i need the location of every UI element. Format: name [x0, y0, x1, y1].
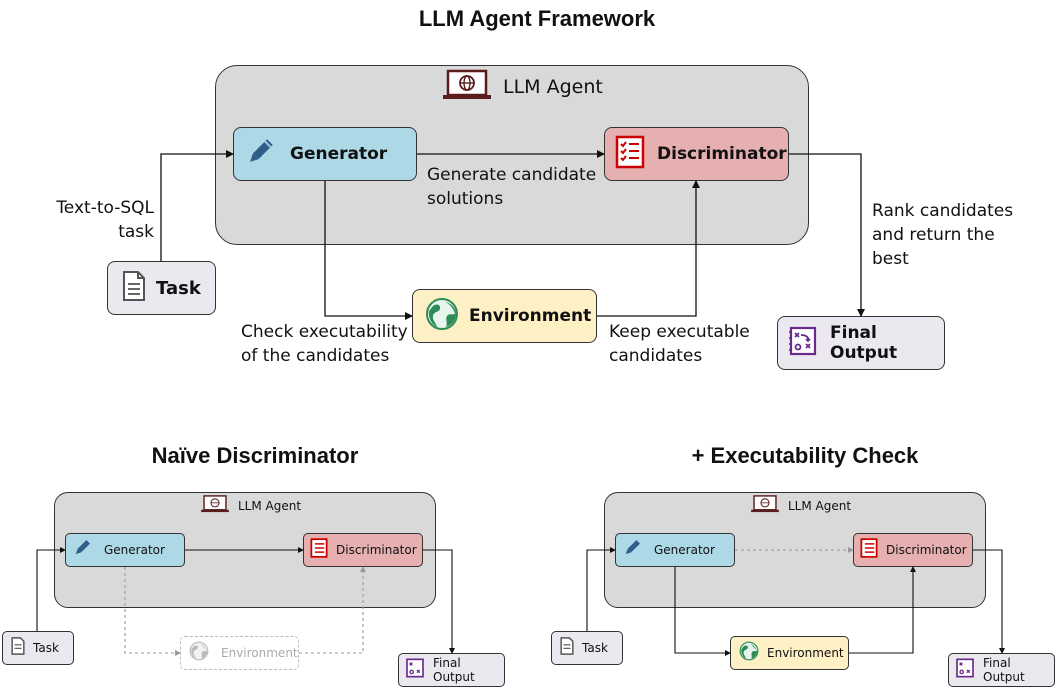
note-text-to-sql: Text-to-SQL task	[56, 198, 154, 242]
naive-final-output-node: Final Output	[398, 653, 505, 687]
main-final-output-node: Final Output	[777, 316, 945, 370]
exec-title: + Executability Check	[691, 443, 919, 468]
pencil-icon	[244, 136, 276, 172]
laptop-globe-icon	[441, 69, 493, 105]
exec-agent-header: LLM Agent	[750, 495, 851, 517]
task-label: Task	[33, 641, 59, 655]
document-icon	[560, 636, 574, 660]
agent-label: LLM Agent	[788, 499, 852, 513]
naive-task-node: Task	[2, 631, 74, 665]
discriminator-label: Discriminator	[657, 144, 787, 164]
note-check: Check executability of the candidates	[241, 322, 408, 366]
pencil-icon	[622, 538, 642, 562]
main-environment-node: Environment	[412, 289, 597, 343]
task-label: Task	[156, 277, 201, 299]
checklist-icon	[615, 135, 645, 173]
globe-icon	[425, 297, 459, 335]
note-generate: Generate candidate solutions	[427, 165, 597, 209]
strategy-board-icon	[405, 658, 425, 682]
exec-final-output-node: Final Output	[948, 653, 1055, 687]
note-keep: Keep executable candidates	[609, 322, 750, 366]
agent-label: LLM Agent	[503, 76, 603, 98]
strategy-board-icon	[955, 658, 975, 682]
environment-label: Environment	[767, 646, 844, 660]
generator-label: Generator	[654, 543, 715, 557]
final-output-label: Final Output	[983, 656, 1025, 684]
final-output-label: Final Output	[433, 656, 475, 684]
environment-label: Environment	[469, 306, 592, 326]
strategy-board-icon	[788, 326, 818, 360]
checklist-icon	[860, 538, 878, 562]
generator-label: Generator	[290, 144, 388, 164]
laptop-globe-icon	[750, 494, 780, 518]
naive-discriminator-node: Discriminator	[303, 533, 423, 567]
exec-generator-node: Generator	[615, 533, 735, 567]
discriminator-label: Discriminator	[886, 543, 967, 557]
main-task-node: Task	[107, 261, 216, 315]
naive-environment-node: Environment	[180, 636, 299, 670]
checklist-icon	[310, 538, 328, 562]
task-label: Task	[582, 641, 608, 655]
exec-environment-node: Environment	[730, 636, 849, 670]
naive-agent-header: LLM Agent	[200, 495, 301, 517]
exec-task-node: Task	[551, 631, 623, 665]
agent-label: LLM Agent	[238, 499, 302, 513]
final-output-label: Final Output	[830, 323, 898, 363]
pencil-icon	[72, 538, 92, 562]
generator-label: Generator	[104, 543, 165, 557]
laptop-globe-icon	[200, 494, 230, 518]
environment-label: Environment	[221, 646, 298, 660]
main-agent-header: LLM Agent	[441, 69, 603, 105]
naive-generator-node: Generator	[65, 533, 185, 567]
document-icon	[11, 636, 25, 660]
main-discriminator-node: Discriminator	[604, 127, 789, 181]
discriminator-label: Discriminator	[336, 543, 417, 557]
exec-discriminator-node: Discriminator	[853, 533, 973, 567]
naive-title: Naïve Discriminator	[151, 443, 359, 468]
main-title: LLM Agent Framework	[418, 6, 656, 31]
main-generator-node: Generator	[233, 127, 417, 181]
globe-icon	[739, 641, 759, 665]
document-icon	[122, 270, 146, 306]
globe-icon	[189, 641, 209, 665]
note-rank: Rank candidates and return the best	[872, 201, 1014, 269]
